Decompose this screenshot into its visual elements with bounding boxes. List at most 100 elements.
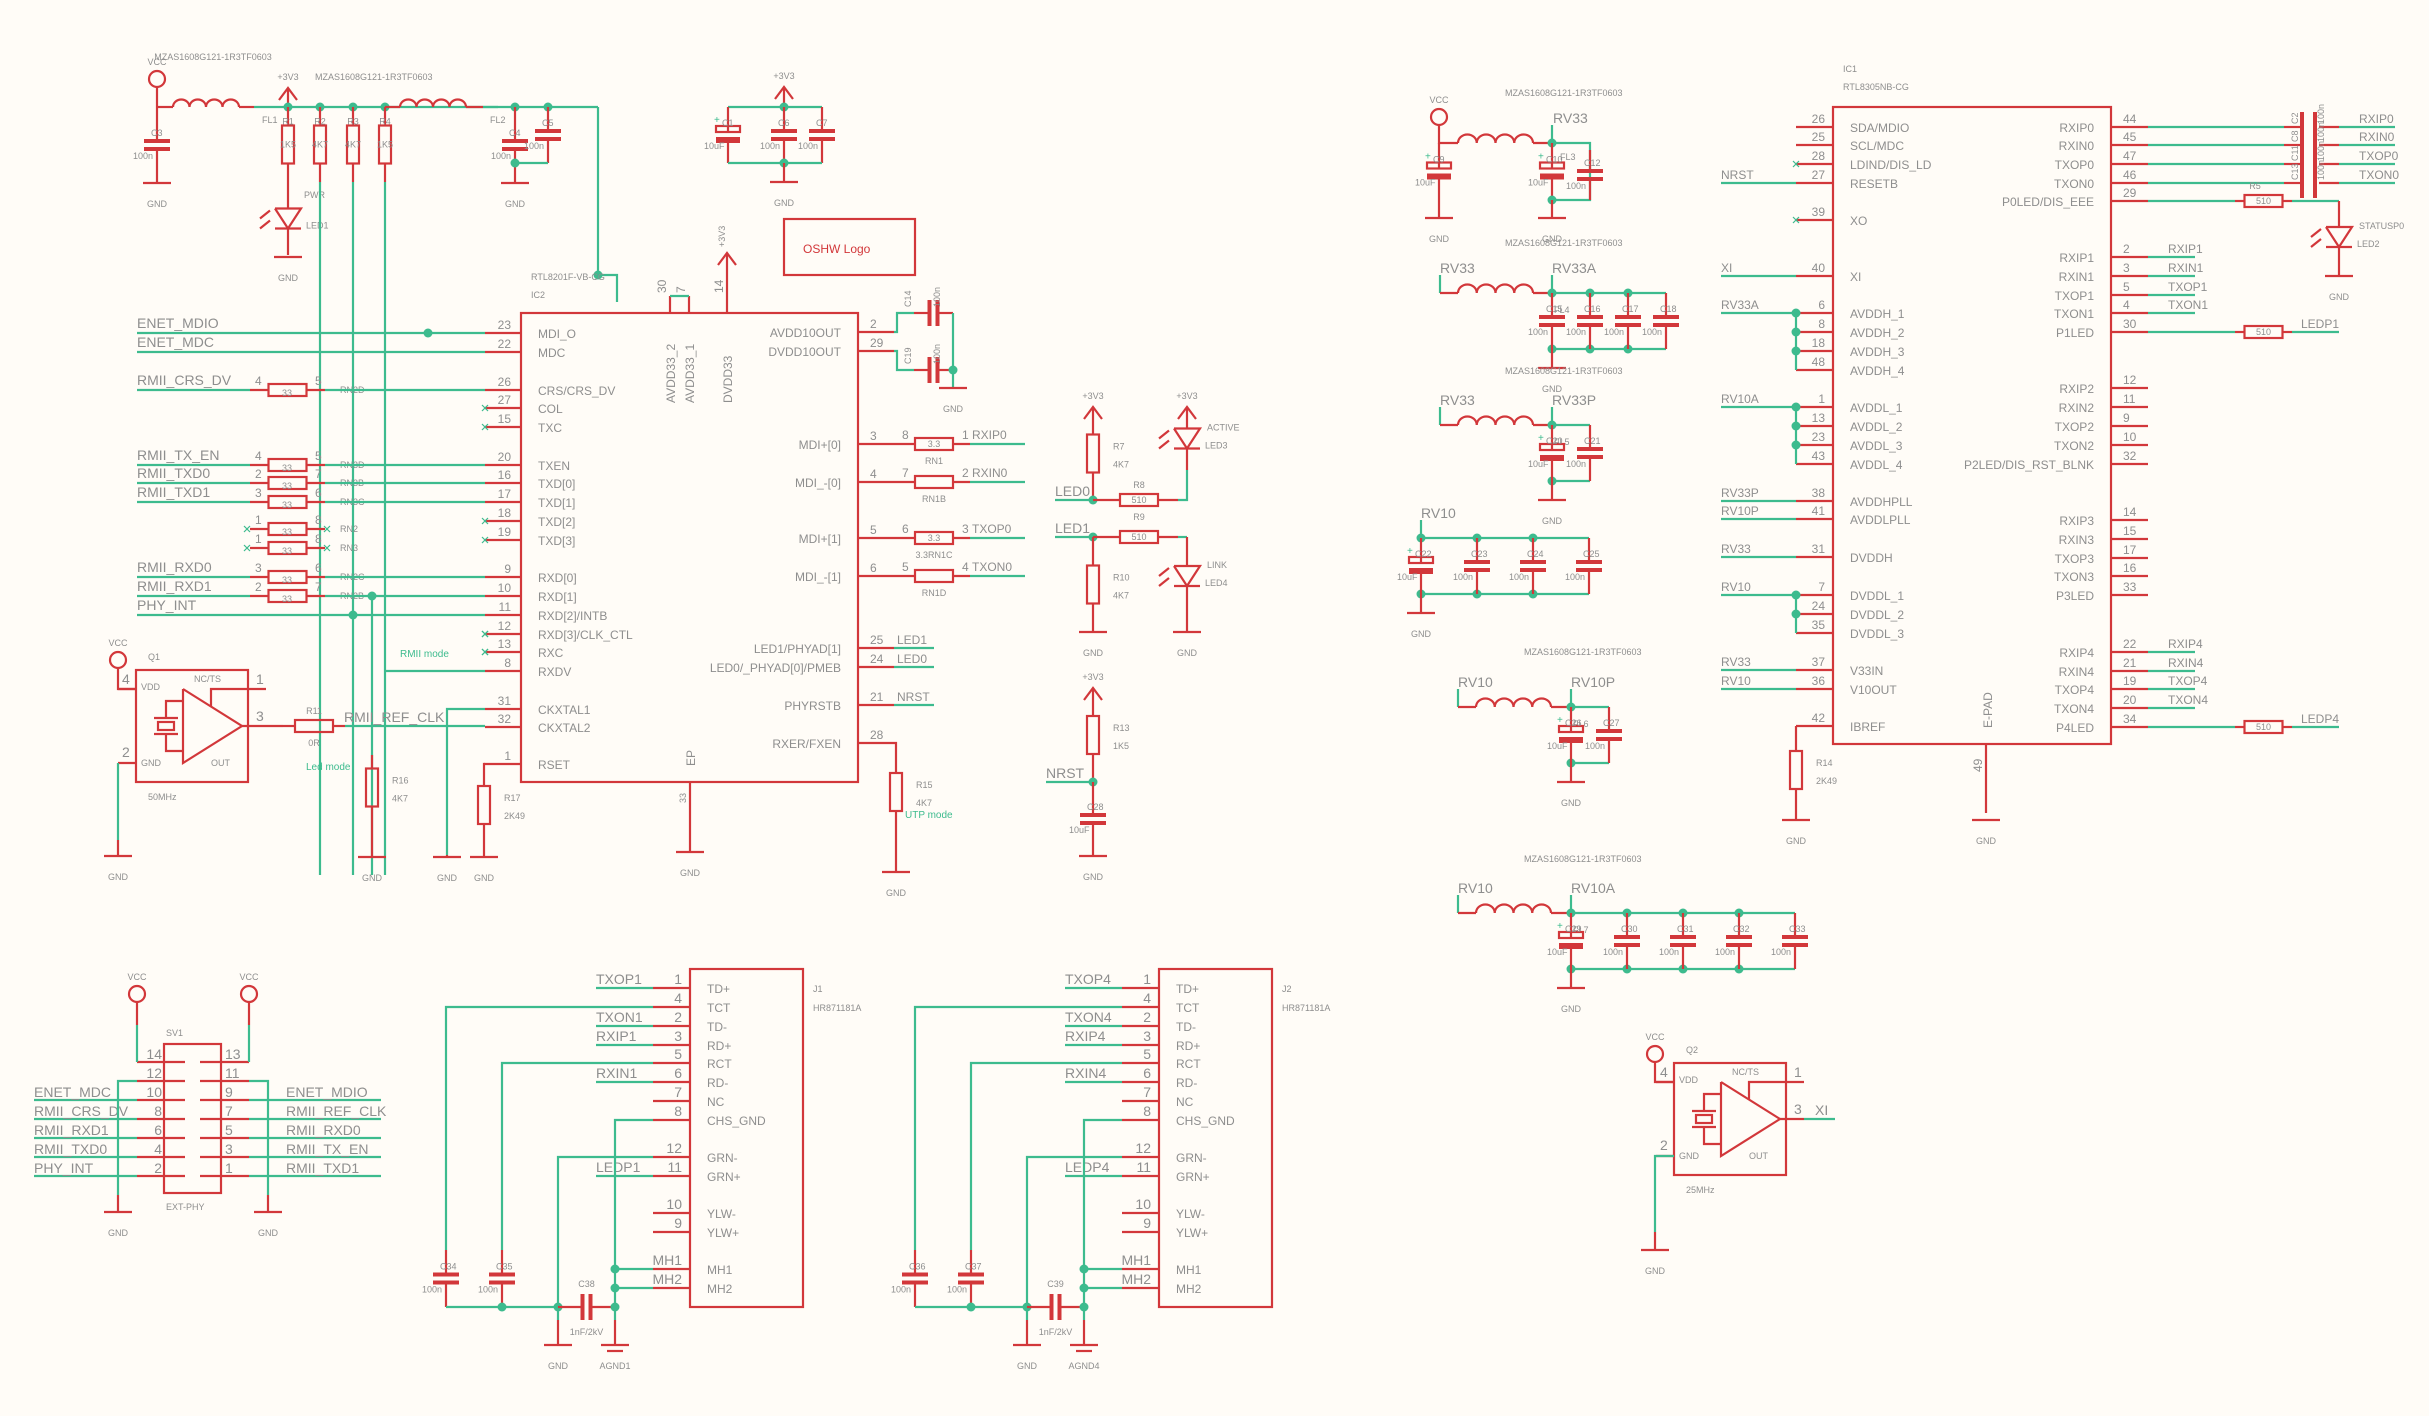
pin-number: 10 bbox=[498, 581, 512, 595]
junction-dot bbox=[1791, 609, 1801, 619]
net-label: TXOP0 bbox=[972, 522, 1012, 536]
pin-name: NC bbox=[707, 1095, 725, 1109]
pin-name: MDI_O bbox=[538, 327, 576, 341]
pin-number: 13 bbox=[498, 637, 512, 651]
capacitor-value: 100n bbox=[932, 287, 942, 307]
ground-symbol: GND bbox=[1013, 1343, 1041, 1371]
capacitor-ref: C29 bbox=[1565, 924, 1582, 934]
pin-number: 5 bbox=[315, 374, 322, 388]
pin-number: 3 bbox=[1143, 1028, 1151, 1044]
pin-number: 5 bbox=[2123, 280, 2130, 294]
capacitor-value: 100n bbox=[932, 344, 942, 364]
net-label: RV33A bbox=[1552, 260, 1597, 276]
capacitor-ref: C27 bbox=[1603, 718, 1620, 728]
pin-name: NC bbox=[1176, 1095, 1194, 1109]
led-emission-icon bbox=[1158, 567, 1170, 577]
capacitor-ref: C37 bbox=[965, 1262, 982, 1272]
pin-name: DVDDL_3 bbox=[1850, 627, 1904, 641]
capacitor-plate bbox=[771, 129, 797, 133]
ground-label: GND bbox=[1429, 234, 1450, 244]
capacitor-ref: C15 bbox=[1546, 304, 1563, 314]
resistor-body bbox=[1085, 714, 1101, 756]
capacitor-plate bbox=[1540, 173, 1564, 180]
pin-number: 9 bbox=[674, 1215, 682, 1231]
net-label: RXIP0 bbox=[972, 428, 1007, 442]
capacitor-ref: C25 bbox=[1583, 549, 1600, 559]
pin-number: 33 bbox=[2123, 580, 2137, 594]
pin-name: YLW- bbox=[707, 1207, 736, 1221]
pin-name: RXIN4 bbox=[2059, 665, 2095, 679]
led-emission-icon bbox=[1158, 439, 1170, 450]
capacitor-value: 100n bbox=[798, 141, 818, 151]
ferrite-part-label: MZAS1608G121-1R3TF0603 bbox=[1505, 238, 1623, 248]
pin-number: 18 bbox=[498, 506, 512, 520]
pin-name: RXIN0 bbox=[2059, 139, 2095, 153]
pin-number: 23 bbox=[1812, 430, 1826, 444]
resistor bbox=[913, 474, 955, 490]
pin-number: 12 bbox=[1135, 1140, 1151, 1156]
supply-label: +3V3 bbox=[1082, 672, 1103, 682]
net-label: RV10 bbox=[1721, 580, 1751, 594]
pin-name: GND bbox=[1679, 1151, 1700, 1161]
ground-symbol: GND bbox=[104, 854, 132, 882]
vcc-symbol: VCC bbox=[239, 972, 259, 1004]
supply-label: +3V3 bbox=[773, 71, 794, 81]
resistor-body bbox=[1788, 749, 1804, 791]
jack-part: HR871181A bbox=[813, 1003, 861, 1013]
pin-name: CHS_GND bbox=[1176, 1114, 1235, 1128]
resistor-ref: R4 bbox=[379, 117, 391, 127]
capacitor-ref: C18 bbox=[1660, 304, 1677, 314]
no-connect-icon bbox=[1792, 216, 1800, 224]
ground-symbol: GND bbox=[433, 855, 461, 883]
no-connect-icon bbox=[481, 517, 489, 525]
pin-number: 3 bbox=[255, 486, 262, 500]
ground-label: GND bbox=[1542, 234, 1563, 244]
pin-name: RD- bbox=[1176, 1076, 1197, 1090]
wire bbox=[894, 311, 914, 334]
vcc-label: VCC bbox=[1429, 95, 1449, 105]
capacitor-plate bbox=[1577, 447, 1603, 451]
ground-label: GND bbox=[147, 199, 168, 209]
ground-symbol: GND bbox=[939, 386, 967, 414]
resistor-ref: R16 bbox=[392, 776, 409, 786]
pin-number: 9 bbox=[225, 1084, 233, 1100]
vcc-label: VCC bbox=[1645, 1032, 1665, 1042]
pin-number: 3 bbox=[255, 561, 262, 575]
no-connect-icon bbox=[323, 544, 331, 552]
pin-name: TXON4 bbox=[2054, 702, 2094, 716]
led-ref: LED2 bbox=[2357, 239, 2380, 249]
resistor-value: 3.3 bbox=[928, 533, 941, 543]
pin-name: MH1 bbox=[707, 1263, 733, 1277]
wire bbox=[969, 1061, 1122, 1250]
net-label: RMII_RXD0 bbox=[137, 559, 212, 575]
ground-symbol: GND bbox=[1538, 498, 1566, 526]
ic-part-label: RTL8201F-VB-CG bbox=[531, 272, 605, 282]
oscillator-frequency: 25MHz bbox=[1686, 1185, 1715, 1195]
capacitor-value: 100n bbox=[1603, 947, 1623, 957]
pin-name: RXER/FXEN bbox=[772, 737, 841, 751]
net-label: RV10 bbox=[1458, 880, 1493, 896]
capacitor-ref: C28 bbox=[1087, 802, 1104, 812]
pin-name: TXD[2] bbox=[538, 515, 575, 529]
resistor: 3.3 bbox=[913, 436, 955, 452]
pin-number: MH2 bbox=[652, 1271, 682, 1287]
ic-part-label: RTL8305NB-CG bbox=[1843, 82, 1909, 92]
pin-number: 3 bbox=[2123, 261, 2130, 275]
pin-number: 19 bbox=[2123, 674, 2137, 688]
ferrite-ref: FL7 bbox=[1573, 925, 1589, 935]
pin-number: 30 bbox=[655, 279, 669, 293]
net-label: RXIP0 bbox=[2359, 112, 2394, 126]
resistor bbox=[267, 588, 308, 604]
resistor-value: 4K7 bbox=[312, 140, 328, 150]
pin-number: 36 bbox=[1812, 674, 1826, 688]
ground-label: GND bbox=[258, 1228, 279, 1238]
capacitor-plate bbox=[1057, 1294, 1062, 1320]
